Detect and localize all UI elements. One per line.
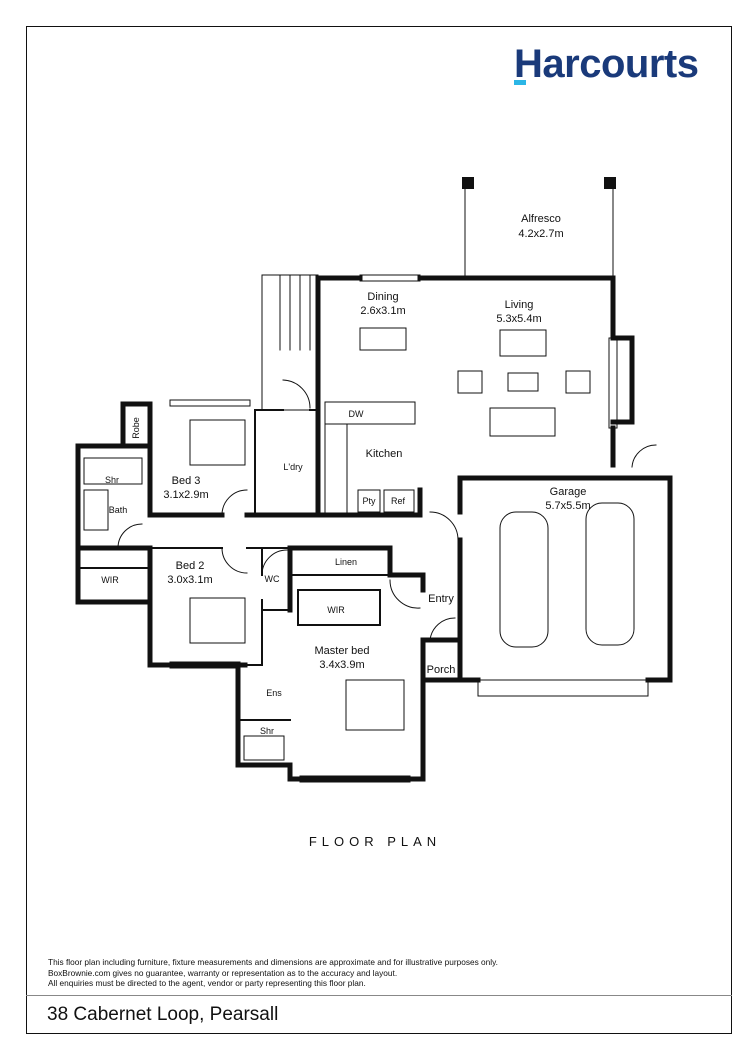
bath-label: Bath (109, 505, 128, 515)
garage-size: 5.7x5.5m (545, 500, 590, 512)
bed2-size: 3.0x3.1m (167, 574, 212, 586)
bed2-wir-label: WIR (101, 575, 119, 585)
kitchen-bench (324, 401, 416, 515)
fridge-label: Ref (391, 496, 406, 506)
disclaimer-line-3: All enquiries must be directed to the ag… (48, 978, 366, 988)
property-address: 38 Cabernet Loop, Pearsall (47, 1004, 279, 1025)
master-bed-size: 3.4x3.9m (319, 659, 364, 671)
porch-label: Porch (427, 664, 456, 676)
front-steps (261, 274, 319, 411)
alfresco-outline (464, 179, 614, 278)
dishwasher-label: DW (349, 409, 364, 419)
bed2-label: Bed 2 (176, 560, 205, 572)
living-size: 5.3x5.4m (496, 313, 541, 325)
dining-size: 2.6x3.1m (360, 305, 405, 317)
floor-plan-caption: FLOOR PLAN (308, 834, 442, 849)
pantry-label: Pty (362, 496, 376, 506)
entry-label: Entry (428, 593, 454, 605)
disclaimer-line-2: BoxBrownie.com gives no guarantee, warra… (48, 967, 398, 978)
disclaimer: This floor plan including furniture, fix… (48, 957, 498, 989)
bed3-label: Bed 3 (172, 475, 201, 487)
alfresco-post-right (604, 177, 616, 189)
footer-divider (26, 995, 732, 996)
alfresco-label: Alfresco (521, 213, 561, 225)
robe-label: Robe (131, 417, 141, 439)
kitchen-label: Kitchen (366, 448, 403, 460)
master-bed-label: Master bed (314, 645, 369, 657)
wc-label: WC (265, 574, 280, 584)
ensuite-shower-label: Shr (260, 726, 274, 736)
living-label: Living (505, 299, 534, 311)
master-wir-label: WIR (327, 605, 345, 615)
disclaimer-line-1: This floor plan including furniture, fix… (48, 957, 498, 967)
bed3-size: 3.1x2.9m (163, 489, 208, 501)
laundry-label: L'dry (283, 462, 303, 472)
dining-label: Dining (367, 291, 398, 303)
page-frame (26, 26, 732, 1034)
logo-accent-bar (514, 80, 526, 85)
door-swings (117, 379, 657, 641)
windows (169, 274, 649, 783)
harcourts-logo: Harcourts (514, 42, 699, 86)
ensuite-label: Ens (266, 688, 282, 698)
linen-label: Linen (335, 557, 357, 567)
alfresco-size: 4.2x2.7m (518, 228, 563, 240)
furniture (83, 327, 635, 761)
garage-label: Garage (550, 486, 587, 498)
bath-shower-label: Shr (105, 475, 119, 485)
exterior-walls (75, 275, 673, 782)
alfresco-post-left (462, 177, 474, 189)
